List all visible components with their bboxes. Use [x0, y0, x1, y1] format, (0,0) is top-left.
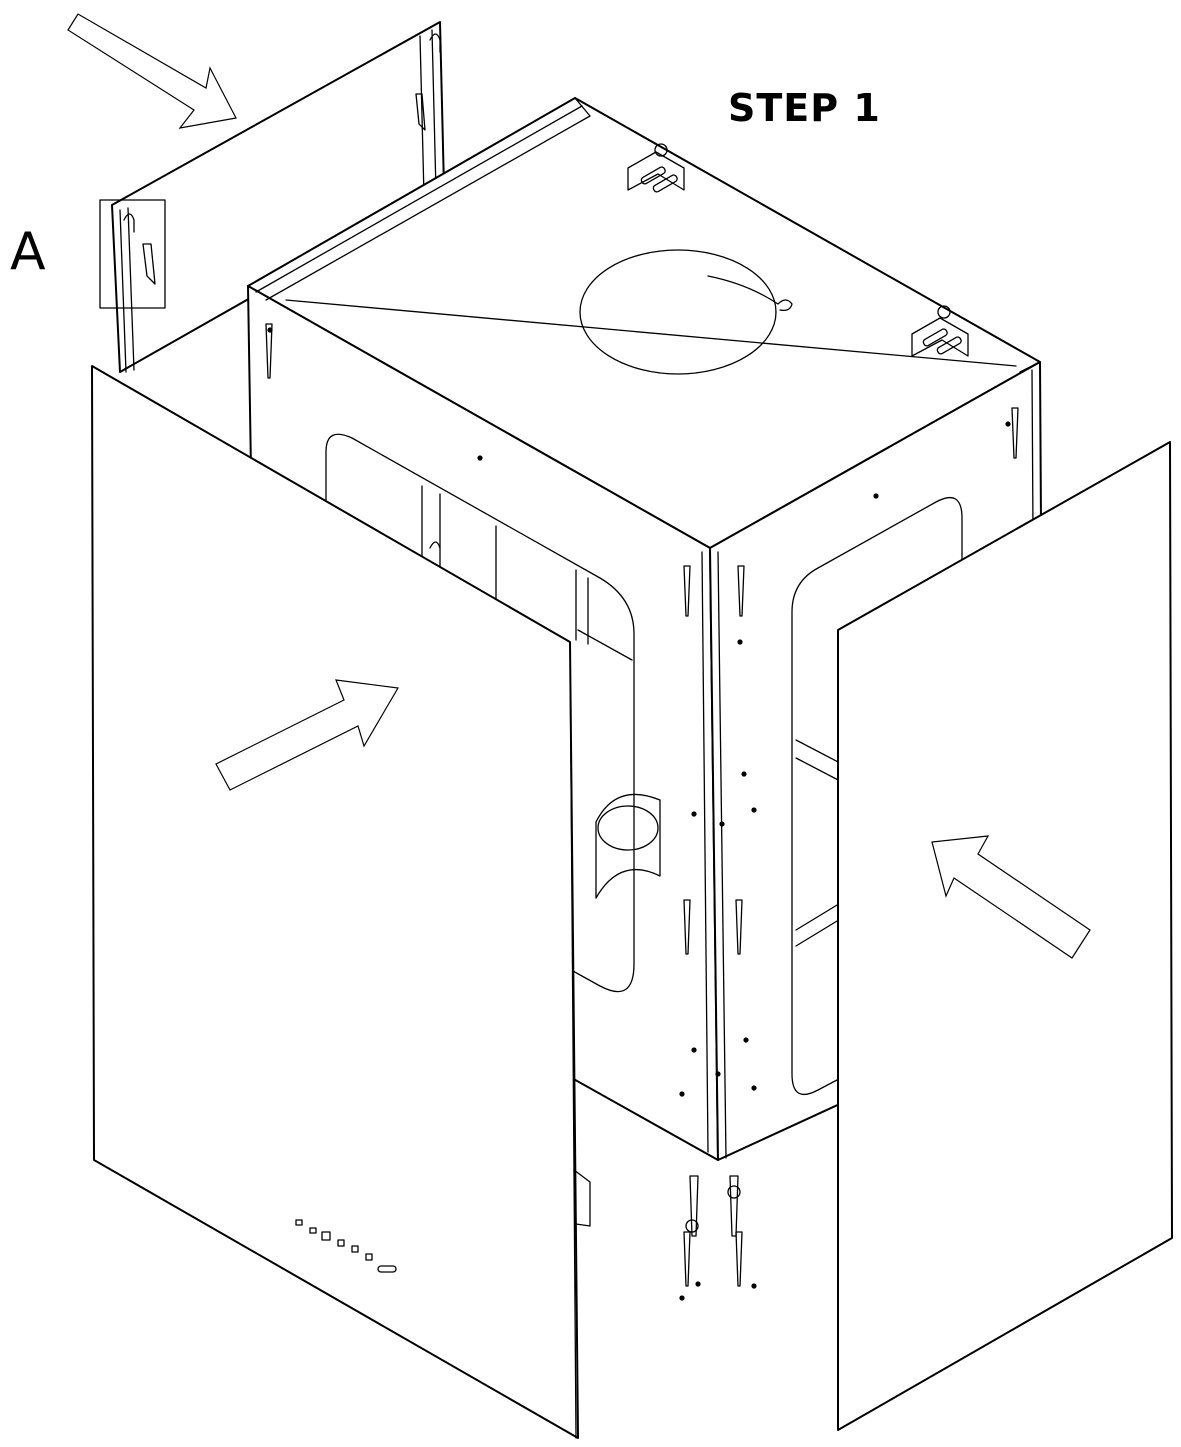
control-buttons [295, 1219, 397, 1273]
step-title: STEP 1 [728, 86, 881, 130]
exhaust-opening [579, 249, 777, 375]
duct-collar [595, 793, 661, 899]
mounting-bracket [911, 305, 969, 357]
arrow-right-panel [931, 835, 1091, 959]
detail-callout-label: A [10, 222, 46, 282]
arrow-left-panel [215, 679, 399, 791]
mounting-bracket [627, 143, 685, 193]
screw-holes [679, 639, 757, 1301]
left-front-panel [91, 365, 579, 1439]
right-front-panel [837, 441, 1173, 1431]
arrow-rear-panel [67, 13, 237, 129]
rear-left-panel [99, 21, 445, 373]
detail-callout-frame [99, 199, 166, 309]
corner-slots [265, 323, 1019, 1287]
